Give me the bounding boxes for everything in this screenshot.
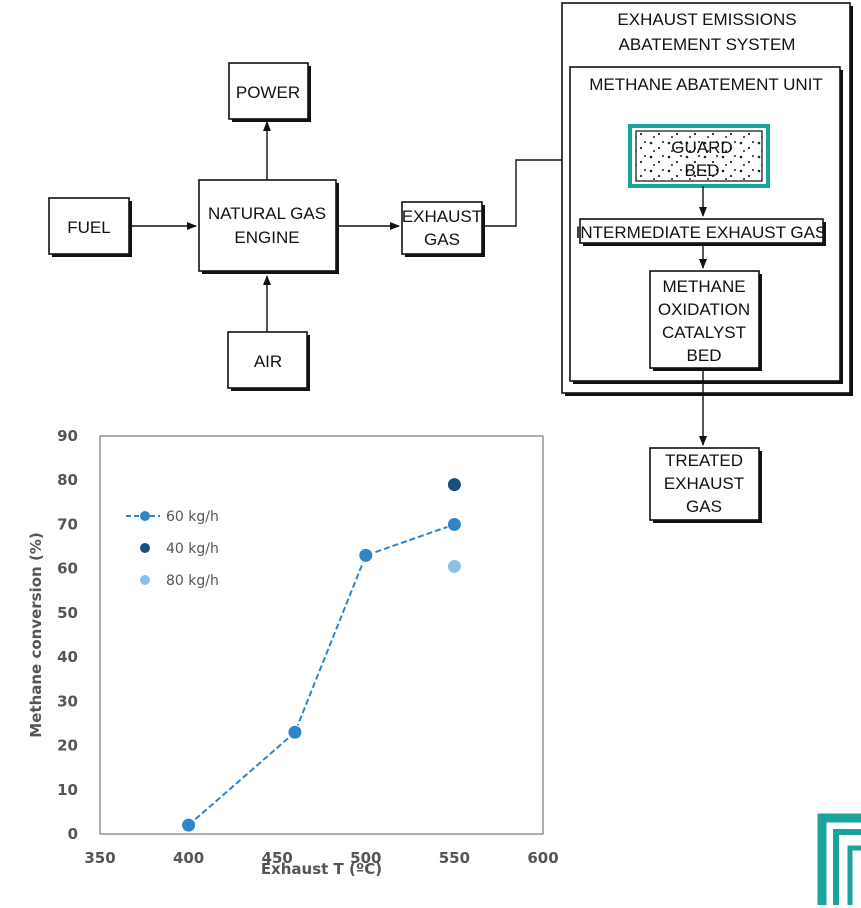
air-label: AIR [254, 352, 282, 371]
data-point [358, 547, 374, 563]
catalyst-label-line2: OXIDATION [658, 300, 750, 319]
x-tick-label: 550 [439, 849, 470, 867]
legend-label: 40 kg/h [166, 541, 219, 557]
catalyst-label-line1: METHANE [662, 277, 745, 296]
legend-label: 80 kg/h [166, 573, 219, 589]
methane-conversion-chart: 0 10 20 30 40 50 60 70 80 90 350 400 450 500 550 600 60… [27, 427, 559, 878]
legend-marker [140, 575, 150, 585]
guard-bed-fill [635, 130, 763, 182]
y-tick-label: 10 [57, 781, 78, 799]
x-tick-label: 400 [173, 849, 204, 867]
data-point [181, 817, 197, 833]
x-tick-label: 350 [84, 849, 115, 867]
chart-tick-labels: 0 10 20 30 40 50 60 70 80 90 350 400 450 500 550 600 [57, 427, 559, 867]
series-line [187, 523, 455, 826]
engine-label-line1: NATURAL GAS [208, 204, 326, 223]
chart-series-lines [187, 523, 455, 826]
exhaust-gas-label-line2: GAS [424, 230, 460, 249]
data-point [287, 724, 303, 740]
treated-label-line3: GAS [686, 497, 722, 516]
treated-label-line1: TREATED [665, 451, 743, 470]
engine-label-line2: ENGINE [234, 228, 299, 247]
y-tick-label: 80 [57, 471, 78, 489]
data-point [446, 558, 462, 574]
intermediate-box: INTERMEDIATE EXHAUST GAS [576, 218, 827, 246]
chart-legend: 60 kg/h 40 kg/h 80 kg/h [126, 509, 219, 589]
intermediate-label: INTERMEDIATE EXHAUST GAS [576, 223, 827, 242]
y-tick-label: 60 [57, 560, 78, 578]
exhaust-gas-label-line1: EXHAUST [402, 207, 482, 226]
y-tick-label: 0 [68, 825, 78, 843]
y-axis-label: Methane conversion (%) [27, 532, 45, 737]
flow-diagram: POWER FUEL NATURAL GAS ENGINE AIR [48, 2, 853, 523]
engine-box: NATURAL GAS ENGINE [198, 179, 339, 274]
power-box: POWER [228, 62, 311, 122]
exhaust-gas-box: EXHAUST GAS [401, 201, 485, 257]
guard-bed-label-line1: GUARD [671, 138, 732, 157]
plot-area [99, 435, 544, 835]
x-tick-label: 600 [527, 849, 558, 867]
y-tick-label: 50 [57, 604, 78, 622]
fuel-box: FUEL [48, 197, 132, 257]
x-tick-label: 450 [262, 849, 293, 867]
unit-label: METHANE ABATEMENT UNIT [589, 75, 823, 94]
system-label-line1: EXHAUST EMISSIONS [617, 10, 796, 29]
y-tick-label: 30 [57, 692, 78, 710]
x-axis-label: Exhaust T (ºC) [261, 860, 382, 878]
catalyst-label-line3: CATALYST [662, 323, 746, 342]
y-tick-label: 40 [57, 648, 78, 666]
fuel-label: FUEL [67, 218, 110, 237]
data-point [446, 516, 462, 532]
legend-marker [140, 511, 150, 521]
data-point [446, 477, 462, 493]
power-label: POWER [236, 83, 300, 102]
air-box: AIR [227, 331, 310, 391]
guard-bed-box: GUARD BED [628, 124, 770, 188]
y-tick-label: 70 [57, 515, 78, 533]
treated-gas-box: TREATED EXHAUST GAS [649, 447, 762, 523]
brand-logo [817, 813, 861, 905]
x-tick-label: 500 [350, 849, 381, 867]
system-label-line2: ABATEMENT SYSTEM [619, 35, 796, 54]
treated-label-line2: EXHAUST [664, 474, 744, 493]
chart-axes [99, 435, 544, 835]
catalyst-bed-box: METHANE OXIDATION CATALYST BED [649, 270, 762, 371]
legend-label: 60 kg/h [166, 509, 219, 525]
y-tick-label: 90 [57, 427, 78, 445]
y-tick-label: 20 [57, 737, 78, 755]
chart-points [181, 477, 462, 833]
catalyst-label-line4: BED [687, 346, 722, 365]
guard-bed-label-line2: BED [685, 161, 720, 180]
legend-marker [140, 543, 150, 553]
